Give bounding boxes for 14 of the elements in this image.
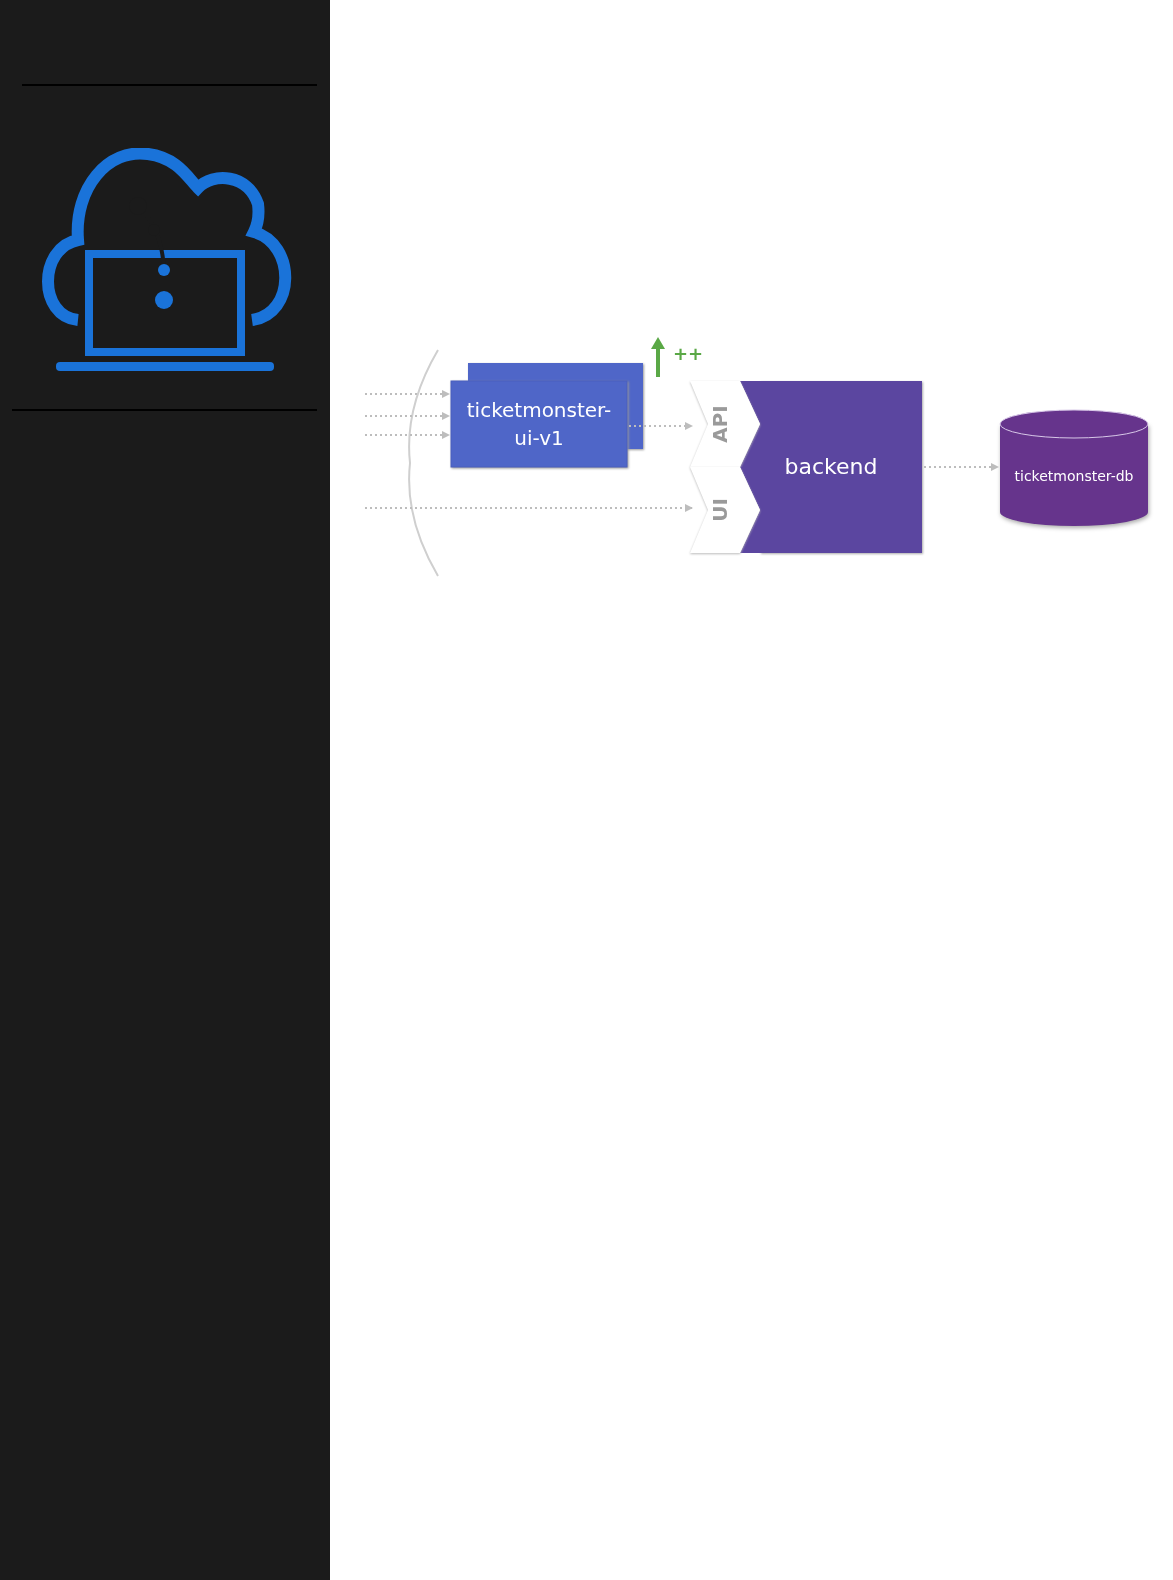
arrow [364,390,450,398]
arrow [628,422,693,430]
arrow [364,431,450,439]
arrow [364,504,693,512]
tab-label: UI [707,498,733,522]
scale-label: ++ [673,343,704,364]
tab-label: API [707,405,733,443]
service-box [451,363,643,467]
node-label: ticketmonster-ui-v1 [465,397,613,452]
database-cylinder [1000,410,1148,526]
arrow [923,463,999,471]
node-label: ticketmonster-db [1014,466,1134,486]
node-label: backend [784,452,878,481]
arrow [364,412,450,420]
